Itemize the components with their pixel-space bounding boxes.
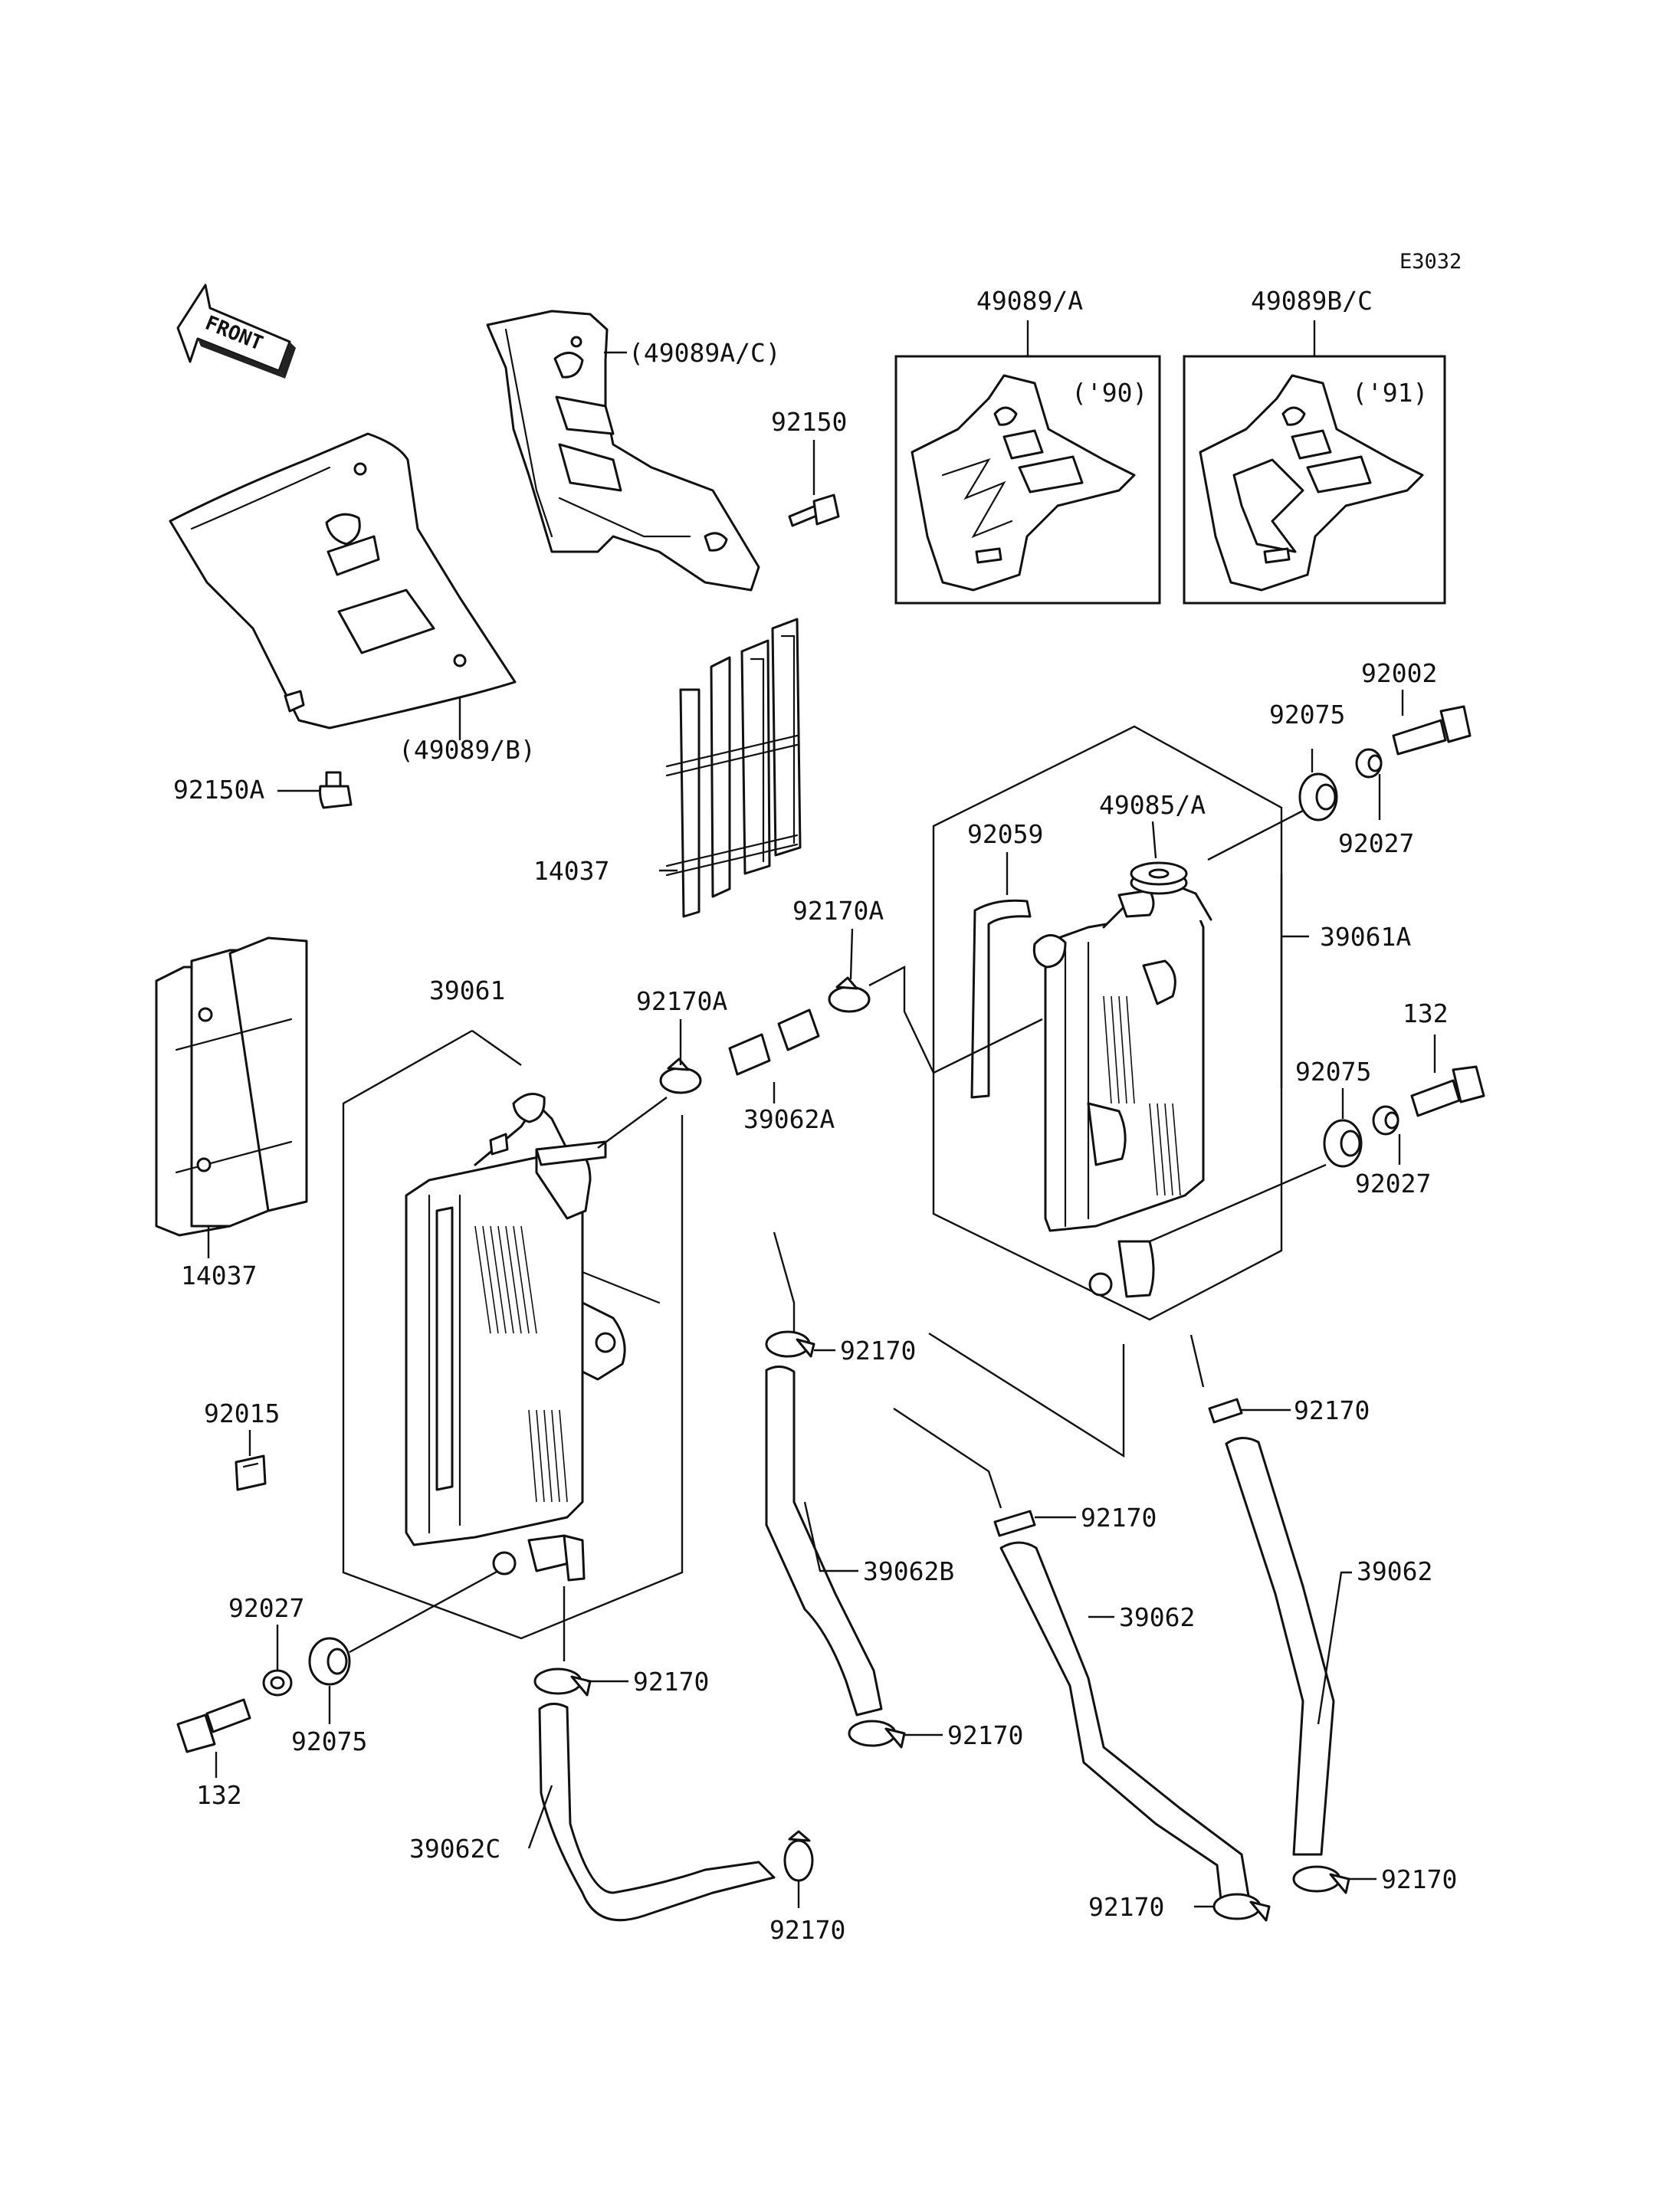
left-radiator bbox=[405, 1093, 661, 1582]
label-92170-mid: 92170 bbox=[840, 1336, 916, 1366]
label-39062-center: 39062 bbox=[1119, 1602, 1195, 1632]
clamp-92170-d bbox=[533, 1667, 592, 1697]
hose-92059 bbox=[970, 899, 1032, 1099]
radiator-shroud-inner bbox=[486, 310, 760, 592]
hose-39062c bbox=[538, 1703, 776, 1922]
label-132-left: 132 bbox=[196, 1780, 242, 1810]
label-49089-b: (49089/B) bbox=[399, 735, 536, 765]
cap-49085a bbox=[1130, 861, 1188, 895]
washer-92027-left bbox=[262, 1669, 293, 1697]
bolt-92002 bbox=[1392, 705, 1472, 756]
front-arrow-icon: FRONT bbox=[176, 284, 296, 379]
right-radiator bbox=[1032, 880, 1212, 1298]
radiator-guard-left bbox=[155, 936, 308, 1237]
clamp-92170a-left bbox=[659, 1058, 702, 1094]
label-92170-bottom: 92170 bbox=[769, 1915, 845, 1945]
label-90: ('90) bbox=[1071, 378, 1147, 408]
label-92002: 92002 bbox=[1361, 658, 1437, 688]
bolt-132-right bbox=[1410, 1065, 1485, 1117]
label-92170-rmid: 92170 bbox=[1294, 1395, 1370, 1425]
label-91: ('91) bbox=[1352, 378, 1428, 408]
label-92075-right: 92075 bbox=[1295, 1057, 1371, 1087]
label-92170-center: 92170 bbox=[1081, 1503, 1157, 1533]
label-92170a-left: 92170A bbox=[636, 986, 727, 1016]
label-92075-top: 92075 bbox=[1269, 700, 1345, 730]
label-92170-left: 92170 bbox=[633, 1667, 709, 1697]
clamp-92170-f bbox=[783, 1830, 814, 1882]
label-92027-right: 92027 bbox=[1355, 1169, 1431, 1199]
washer-92027-right bbox=[1372, 1105, 1399, 1136]
clamp-92170-g bbox=[1212, 1893, 1271, 1922]
label-39062a: 39062A bbox=[743, 1104, 835, 1134]
clamp-92170a-right bbox=[828, 976, 871, 1013]
label-39061: 39061 bbox=[429, 976, 505, 1005]
label-49089-a: 49089/A bbox=[976, 286, 1083, 316]
label-49085-a: 49085/A bbox=[1099, 790, 1206, 820]
label-92170-bmid: 92170 bbox=[947, 1720, 1023, 1750]
radiator-guard-top bbox=[665, 618, 802, 918]
washer-92027-top bbox=[1355, 748, 1383, 779]
hose-39062-right bbox=[1225, 1437, 1335, 1856]
label-92150a: 92150A bbox=[173, 775, 264, 805]
clamp-92170-a bbox=[765, 1330, 815, 1358]
grommet-92075-left bbox=[308, 1637, 351, 1686]
label-39062b: 39062B bbox=[863, 1556, 954, 1586]
bolt-92150 bbox=[788, 494, 840, 527]
diagram-code: E3032 bbox=[1399, 250, 1462, 274]
label-92170a-right: 92170A bbox=[792, 896, 884, 926]
label-92027-top: 92027 bbox=[1338, 828, 1414, 858]
clip-92015 bbox=[235, 1454, 267, 1491]
label-92150: 92150 bbox=[771, 407, 847, 437]
label-14037-top: 14037 bbox=[533, 856, 609, 886]
label-92059: 92059 bbox=[967, 819, 1043, 849]
label-92170-br: 92170 bbox=[1381, 1864, 1457, 1894]
bolt-132-left bbox=[176, 1698, 251, 1753]
label-39061a: 39061A bbox=[1320, 922, 1411, 952]
bolt-92150a bbox=[319, 771, 353, 809]
label-92027-left: 92027 bbox=[228, 1593, 304, 1623]
right-radiator-frame bbox=[932, 725, 1283, 1321]
label-49089-bc: 49089B/C bbox=[1251, 286, 1373, 316]
label-39062c: 39062C bbox=[409, 1834, 500, 1864]
clamp-92170-e bbox=[848, 1720, 906, 1749]
label-49089a-c: (49089A/C) bbox=[628, 338, 781, 368]
label-39062-right: 39062 bbox=[1357, 1556, 1432, 1586]
label-92015: 92015 bbox=[204, 1399, 280, 1428]
clamp-92170-c bbox=[993, 1510, 1036, 1537]
hose-39062b bbox=[765, 1366, 883, 1717]
decal-91 bbox=[1199, 374, 1424, 592]
clamp-92170-h bbox=[1292, 1865, 1350, 1894]
hose-39062-center bbox=[999, 1541, 1251, 1908]
label-92170-bc: 92170 bbox=[1088, 1892, 1164, 1922]
label-132-right: 132 bbox=[1403, 998, 1449, 1028]
radiator-shroud-left bbox=[169, 432, 517, 730]
label-14037-left: 14037 bbox=[181, 1261, 257, 1290]
clamp-92170-b bbox=[1208, 1398, 1243, 1424]
pipe-39062a bbox=[728, 1008, 820, 1076]
label-92075-left: 92075 bbox=[291, 1726, 367, 1756]
left-radiator-frame bbox=[342, 1029, 684, 1640]
decal-90 bbox=[911, 374, 1136, 592]
grommet-92075-right bbox=[1323, 1119, 1363, 1168]
grommet-92075-top bbox=[1298, 772, 1338, 821]
